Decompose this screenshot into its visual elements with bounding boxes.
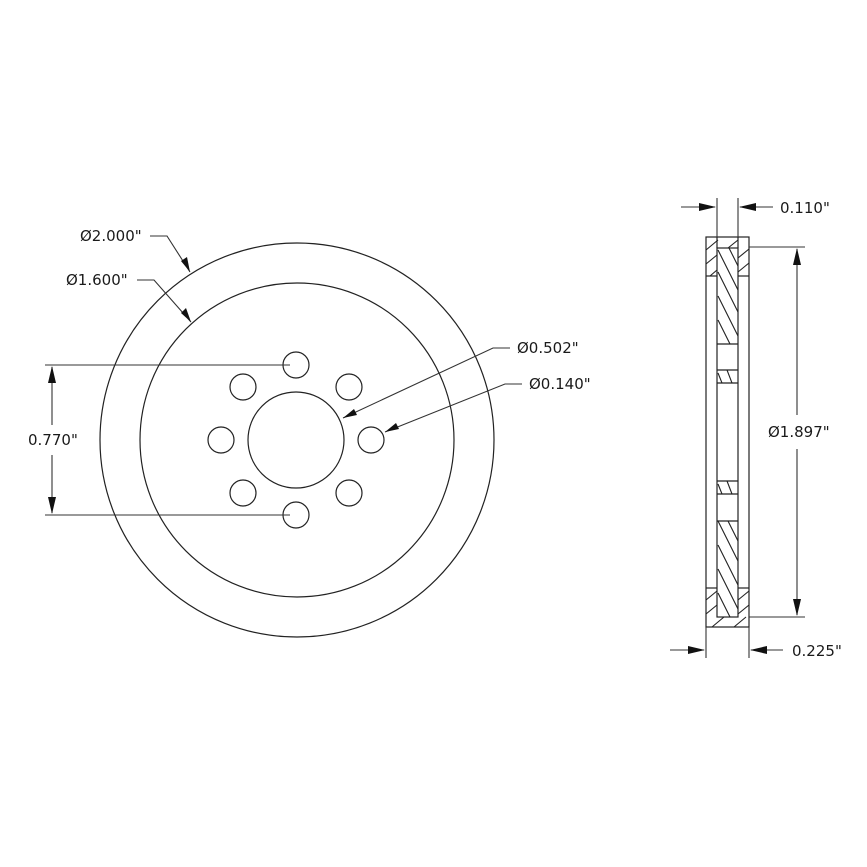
- hub-width-label: 0.110": [780, 199, 830, 217]
- section-view: 0.110" Ø1.897" 0.225": [670, 198, 842, 660]
- overall-width-dimension: 0.225": [670, 627, 842, 660]
- arrow-up-icon: [48, 366, 56, 383]
- inner-diameter-label: Ø1.600": [66, 271, 128, 289]
- bolt-hole: [335, 373, 363, 401]
- arrow-up-icon: [793, 248, 801, 265]
- rim-diameter-dimension: Ø1.897": [749, 246, 830, 618]
- arrow-left-icon: [739, 203, 756, 211]
- bolt-hole: [335, 479, 363, 507]
- front-view: Ø2.000" Ø1.600" Ø0.502" Ø0.140": [28, 227, 591, 638]
- arrow-icon: [385, 423, 399, 432]
- hub-web: [716, 247, 739, 618]
- overall-width-label: 0.225": [792, 642, 842, 660]
- bolt-hole: [357, 426, 385, 454]
- outer-diameter-callout: Ø2.000": [80, 227, 191, 273]
- arrow-icon: [343, 409, 357, 418]
- bolt-hole: [229, 373, 257, 401]
- bolt-hole: [207, 426, 235, 454]
- outer-diameter-label: Ø2.000": [80, 227, 142, 245]
- bolt-hole: [229, 479, 257, 507]
- inner-rim-circle: [139, 282, 455, 598]
- hub-width-dimension: 0.110": [681, 198, 830, 237]
- bore-diameter-label: Ø0.502": [517, 339, 579, 357]
- section-outline: [705, 236, 750, 628]
- center-bore-circle: [247, 391, 345, 489]
- arrow-left-icon: [750, 646, 767, 654]
- arrow-icon: [181, 308, 191, 322]
- arrow-down-icon: [793, 599, 801, 616]
- bolt-spacing-dimension: 0.770": [28, 364, 290, 516]
- hatch-bottom: [705, 480, 750, 628]
- outer-rim-circle: [99, 242, 495, 638]
- bolt-hole-diameter-label: Ø0.140": [529, 375, 591, 393]
- bolt-hole-diameter-callout: Ø0.140": [384, 375, 591, 433]
- hatch-top: [705, 239, 750, 384]
- arrow-down-icon: [48, 497, 56, 514]
- arrow-right-icon: [688, 646, 705, 654]
- arrow-right-icon: [699, 203, 716, 211]
- arrow-icon: [181, 257, 190, 272]
- rim-diameter-label: Ø1.897": [768, 423, 830, 441]
- inner-diameter-callout: Ø1.600": [66, 271, 192, 323]
- bore-diameter-callout: Ø0.502": [342, 339, 579, 419]
- bolt-spacing-label: 0.770": [28, 431, 78, 449]
